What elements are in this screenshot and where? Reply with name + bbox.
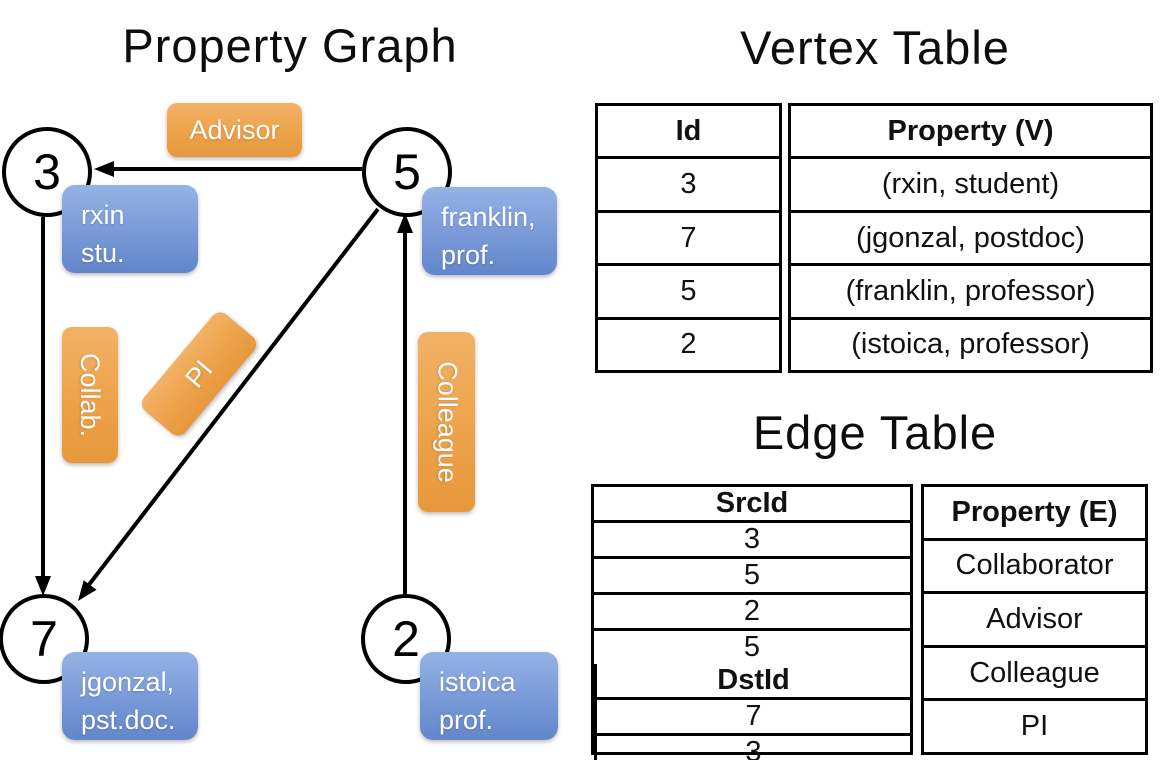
- vertex-prop-7-line1: jgonzal,: [81, 667, 175, 697]
- vertex-id-cell: 2: [598, 316, 779, 370]
- edge-table-property-header: Property (E): [951, 495, 1118, 528]
- edge-label-colleague-text: Colleague: [432, 361, 462, 483]
- property-graph-title: Property Graph: [122, 19, 458, 72]
- node-7-id: 7: [30, 611, 58, 667]
- vertex-prop-5: franklin, prof.: [422, 187, 557, 275]
- edge-dst-cell: 3: [597, 733, 910, 760]
- vertex-table-id-column: Id 3 7 5 2: [595, 103, 782, 373]
- edge-table: SrcId 3 5 2 5 DstId 7 3 5 7 Property (E)…: [591, 484, 1148, 760]
- vertex-property-cell: (rxin, student): [791, 156, 1150, 209]
- vertex-table-id-header: Id: [675, 114, 702, 147]
- edge-table-src-header: SrcId: [715, 487, 789, 519]
- edge-src-cell: 5: [594, 556, 910, 592]
- vertex-property-cell: (istoica, professor): [791, 316, 1150, 370]
- edge-collab-arrowhead: [35, 576, 51, 596]
- vertex-prop-2-line2: prof.: [439, 705, 494, 735]
- edge-table-property-column: Property (E) Collaborator Advisor Collea…: [921, 484, 1148, 755]
- edge-src-cell: 2: [594, 592, 910, 628]
- vertex-id-cell: 5: [598, 263, 779, 316]
- edge-colleague-arrowhead: [397, 213, 413, 233]
- property-graph-panel: Property Graph 3 5 7 2 Advisor: [0, 0, 580, 760]
- node-5-id: 5: [393, 144, 421, 200]
- edge-property-cell: Collaborator: [924, 537, 1145, 592]
- vertex-table: Id 3 7 5 2 Property (V) (rxin, student) …: [595, 103, 1153, 373]
- vertex-table-title: Vertex Table: [740, 21, 1010, 74]
- vertex-table-property-header: Property (V): [887, 114, 1054, 147]
- node-3-id: 3: [33, 144, 61, 200]
- edge-table-src-column: SrcId 3 5 2 5: [594, 487, 910, 664]
- vertex-prop-7: jgonzal, pst.doc.: [62, 652, 198, 740]
- vertex-prop-3: rxin stu.: [62, 185, 198, 273]
- edge-label-advisor: Advisor: [167, 103, 302, 157]
- edge-src-cell: 5: [594, 628, 910, 664]
- edge-label-colleague: Colleague: [418, 332, 475, 512]
- vertex-prop-5-line1: franklin,: [441, 202, 536, 232]
- edge-property-cell: Colleague: [924, 644, 1145, 699]
- vertex-table-property-column: Property (V) (rxin, student) (jgonzal, p…: [788, 103, 1153, 373]
- vertex-prop-2: istoica prof.: [420, 652, 558, 740]
- edge-advisor-arrowhead: [94, 161, 114, 177]
- vertex-property-cell: (jgonzal, postdoc): [791, 209, 1150, 263]
- edge-table-title: Edge Table: [752, 406, 998, 459]
- edge-table-dst-column: DstId 7 3 5 7: [594, 664, 910, 760]
- edge-table-dst-header: DstId: [717, 664, 790, 696]
- vertex-id-cell: 3: [598, 156, 779, 209]
- edge-pi-arrowhead: [78, 580, 97, 601]
- edge-property-cell: PI: [924, 698, 1145, 752]
- vertex-prop-3-line1: rxin: [81, 200, 125, 230]
- vertex-property-cell: (franklin, professor): [791, 263, 1150, 316]
- vertex-prop-2-line1: istoica: [439, 667, 516, 697]
- edge-property-cell: Advisor: [924, 591, 1145, 645]
- edge-label-collab: Collab.: [62, 327, 118, 463]
- edge-dst-cell: 7: [597, 697, 910, 733]
- vertex-prop-7-line2: pst.doc.: [81, 705, 176, 735]
- node-2-id: 2: [392, 611, 420, 667]
- tables-panel: Vertex Table Id 3 7 5 2 Property (V) (rx…: [580, 0, 1170, 760]
- edge-label-collab-text: Collab.: [75, 352, 106, 438]
- vertex-id-cell: 7: [598, 209, 779, 263]
- edge-pi: [86, 207, 380, 588]
- edge-src-cell: 3: [594, 520, 910, 556]
- vertex-prop-5-line2: prof.: [441, 240, 496, 270]
- edge-table-src-dst-columns: SrcId 3 5 2 5 DstId 7 3 5 7: [591, 484, 913, 760]
- vertex-prop-3-line2: stu.: [81, 238, 125, 268]
